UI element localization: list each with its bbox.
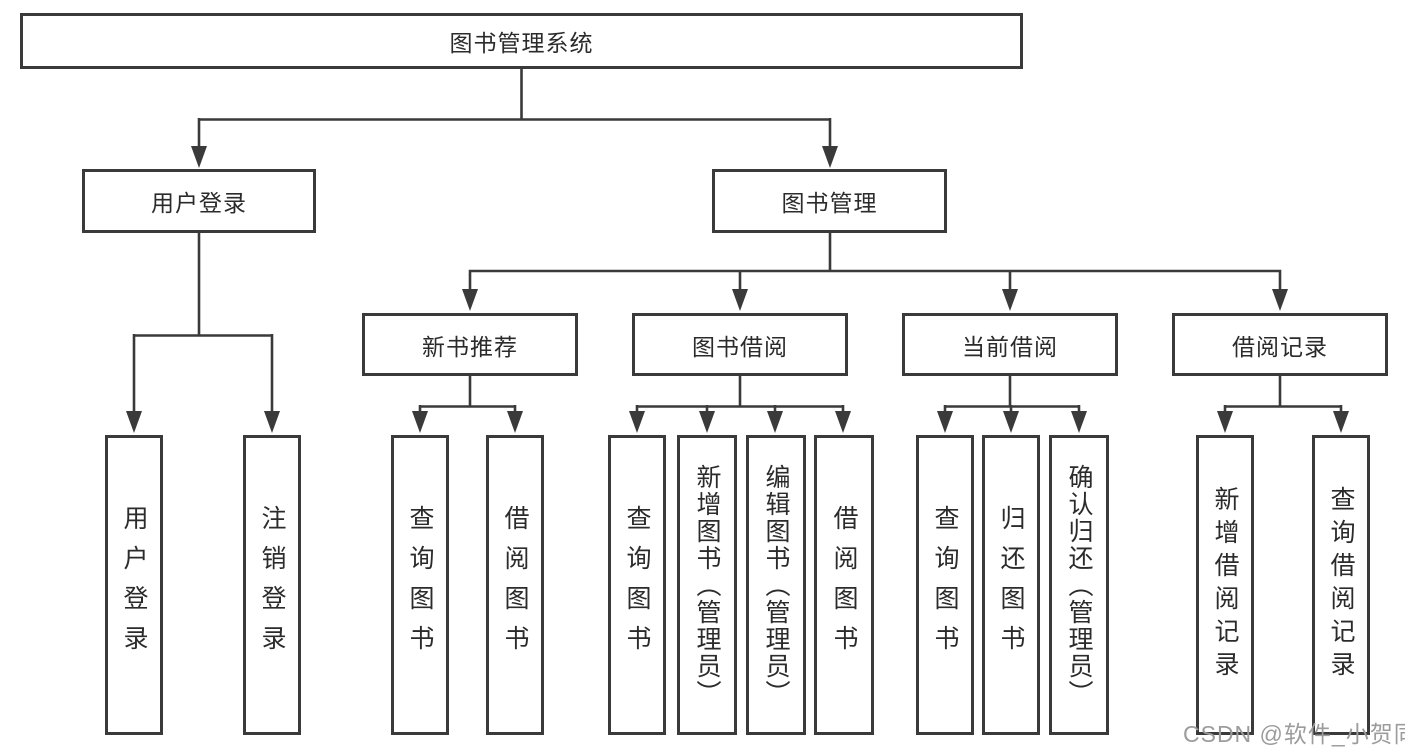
node-current-borrow: 当前借阅 bbox=[902, 313, 1118, 376]
node-label: 新增图书（管理员） bbox=[693, 463, 721, 707]
connector-root-to-level1 bbox=[191, 69, 838, 168]
node-label: 确认归还（管理员） bbox=[1065, 463, 1093, 707]
node-user-login: 用户登录 bbox=[82, 169, 316, 233]
connector-user-login-children bbox=[126, 233, 280, 433]
arrow-down-icon bbox=[126, 411, 142, 433]
arrow-down-icon bbox=[1217, 411, 1233, 433]
node-book-borrow: 图书借阅 bbox=[632, 313, 848, 376]
node-label: 查询图书 bbox=[623, 505, 651, 665]
arrow-down-icon bbox=[264, 411, 280, 433]
leaf-user-login: 用户登录 bbox=[105, 435, 163, 735]
leaf-query-books-current: 查询图书 bbox=[916, 435, 974, 735]
node-label: 当前借阅 bbox=[962, 333, 1058, 360]
leaf-return-book: 归还图书 bbox=[982, 435, 1040, 735]
arrow-down-icon bbox=[937, 411, 953, 433]
arrow-down-icon bbox=[1002, 289, 1018, 311]
arrow-down-icon bbox=[1272, 289, 1288, 311]
node-new-book-recommend: 新书推荐 bbox=[362, 313, 578, 376]
leaf-borrow-books: 借阅图书 bbox=[814, 435, 874, 735]
node-label: 归还图书 bbox=[997, 505, 1025, 665]
arrow-down-icon bbox=[507, 411, 523, 433]
leaf-query-books-borrow: 查询图书 bbox=[608, 435, 666, 735]
leaf-confirm-return-admin: 确认归还（管理员） bbox=[1049, 435, 1109, 735]
node-label: 编辑图书（管理员） bbox=[762, 463, 790, 707]
node-label: 查询图书 bbox=[406, 505, 434, 665]
node-label: 注销登录 bbox=[258, 505, 286, 665]
arrow-down-icon bbox=[629, 411, 645, 433]
node-label: 新书推荐 bbox=[422, 333, 518, 360]
leaf-logout: 注销登录 bbox=[243, 435, 301, 735]
arrow-down-icon bbox=[191, 146, 207, 168]
arrow-down-icon bbox=[835, 411, 851, 433]
node-label: 图书管理 bbox=[781, 190, 878, 216]
connector-new-book-recommend-children bbox=[412, 375, 523, 433]
node-label: 借阅图书 bbox=[501, 505, 529, 665]
arrow-down-icon bbox=[462, 289, 478, 311]
arrow-down-icon bbox=[767, 411, 783, 433]
node-book-management: 图书管理 bbox=[712, 169, 947, 233]
arrow-down-icon bbox=[732, 289, 748, 311]
node-label: 图书借阅 bbox=[692, 333, 788, 360]
node-label: 图书管理系统 bbox=[449, 30, 594, 56]
node-borrow-records: 借阅记录 bbox=[1172, 313, 1388, 376]
connector-borrow-records-children bbox=[1217, 375, 1349, 433]
arrow-down-icon bbox=[1333, 411, 1349, 433]
leaf-query-borrow-record: 查询借阅记录 bbox=[1312, 435, 1370, 735]
arrow-down-icon bbox=[1003, 411, 1019, 433]
connector-book-borrow-children bbox=[629, 375, 851, 433]
node-label: 借阅图书 bbox=[830, 505, 858, 665]
leaf-add-book-admin: 新增图书（管理员） bbox=[677, 435, 737, 735]
node-root-library-system: 图书管理系统 bbox=[20, 13, 1023, 69]
leaf-edit-book-admin: 编辑图书（管理员） bbox=[746, 435, 806, 735]
csdn-watermark: CSDN @软件_小贺同学 bbox=[1183, 721, 1405, 747]
leaf-add-borrow-record: 新增借阅记录 bbox=[1196, 435, 1254, 735]
node-label: 新增借阅记录 bbox=[1211, 486, 1239, 684]
arrow-down-icon bbox=[1071, 411, 1087, 433]
leaf-borrow-books-recommend: 借阅图书 bbox=[486, 435, 544, 735]
connector-book-management-children bbox=[462, 233, 1288, 311]
leaf-query-books-recommend: 查询图书 bbox=[391, 435, 449, 735]
arrow-down-icon bbox=[699, 411, 715, 433]
node-label: 查询图书 bbox=[931, 505, 959, 665]
node-label: 查询借阅记录 bbox=[1327, 486, 1355, 684]
node-label: 借阅记录 bbox=[1232, 333, 1328, 360]
arrow-down-icon bbox=[822, 146, 838, 168]
connector-current-borrow-children bbox=[937, 375, 1087, 433]
node-label: 用户登录 bbox=[120, 505, 148, 665]
arrow-down-icon bbox=[412, 411, 428, 433]
node-label: 用户登录 bbox=[151, 190, 247, 216]
